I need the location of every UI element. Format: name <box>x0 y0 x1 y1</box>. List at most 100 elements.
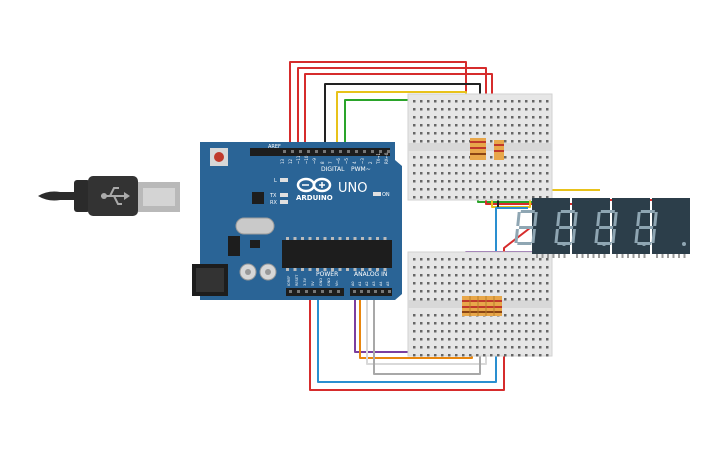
breadboard-hole[interactable] <box>483 338 486 341</box>
breadboard-hole[interactable] <box>420 188 423 191</box>
breadboard-hole[interactable] <box>427 330 430 333</box>
breadboard-hole[interactable] <box>539 124 542 127</box>
breadboard-hole[interactable] <box>511 338 514 341</box>
breadboard-hole[interactable] <box>469 196 472 199</box>
breadboard-hole[interactable] <box>434 338 437 341</box>
breadboard-hole[interactable] <box>497 172 500 175</box>
digital-pin[interactable] <box>355 150 358 153</box>
breadboard-hole[interactable] <box>448 282 451 285</box>
breadboard-hole[interactable] <box>539 330 542 333</box>
breadboard-top[interactable] <box>407 93 553 201</box>
breadboard-hole[interactable] <box>455 196 458 199</box>
breadboard-hole[interactable] <box>455 346 458 349</box>
breadboard-hole[interactable] <box>462 188 465 191</box>
breadboard-hole[interactable] <box>427 196 430 199</box>
breadboard-hole[interactable] <box>455 330 458 333</box>
breadboard-hole[interactable] <box>427 164 430 167</box>
breadboard-hole[interactable] <box>546 354 549 357</box>
usb-cable[interactable] <box>38 176 180 216</box>
breadboard-hole[interactable] <box>469 274 472 277</box>
breadboard-hole[interactable] <box>413 156 416 159</box>
breadboard-hole[interactable] <box>413 346 416 349</box>
breadboard-hole[interactable] <box>490 188 493 191</box>
breadboard-hole[interactable] <box>462 338 465 341</box>
analog-pin[interactable] <box>360 290 363 293</box>
seven-segment-display[interactable] <box>514 198 690 258</box>
breadboard-hole[interactable] <box>497 266 500 269</box>
breadboard-hole[interactable] <box>427 314 430 317</box>
breadboard-hole[interactable] <box>413 140 416 143</box>
breadboard-hole[interactable] <box>546 298 549 301</box>
breadboard-hole[interactable] <box>469 354 472 357</box>
breadboard-hole[interactable] <box>546 188 549 191</box>
breadboard-hole[interactable] <box>532 258 535 261</box>
breadboard-hole[interactable] <box>539 132 542 135</box>
breadboard-hole[interactable] <box>434 108 437 111</box>
digital-pin[interactable] <box>331 150 334 153</box>
breadboard-hole[interactable] <box>448 188 451 191</box>
breadboard-hole[interactable] <box>525 156 528 159</box>
breadboard-hole[interactable] <box>434 354 437 357</box>
breadboard-hole[interactable] <box>511 298 514 301</box>
display-pin[interactable] <box>587 254 589 258</box>
breadboard-hole[interactable] <box>441 156 444 159</box>
breadboard-hole[interactable] <box>434 188 437 191</box>
display-pin[interactable] <box>541 254 544 258</box>
breadboard-hole[interactable] <box>497 274 500 277</box>
breadboard-hole[interactable] <box>483 188 486 191</box>
breadboard-hole[interactable] <box>441 298 444 301</box>
breadboard-hole[interactable] <box>413 188 416 191</box>
breadboard-hole[interactable] <box>532 330 535 333</box>
breadboard-hole[interactable] <box>497 354 500 357</box>
breadboard-hole[interactable] <box>462 354 465 357</box>
breadboard-hole[interactable] <box>469 164 472 167</box>
breadboard-hole[interactable] <box>490 346 493 349</box>
breadboard-hole[interactable] <box>427 188 430 191</box>
breadboard-hole[interactable] <box>546 164 549 167</box>
breadboard-hole[interactable] <box>434 164 437 167</box>
breadboard-hole[interactable] <box>434 322 437 325</box>
breadboard-hole[interactable] <box>483 172 486 175</box>
breadboard-hole[interactable] <box>546 338 549 341</box>
breadboard-hole[interactable] <box>455 314 458 317</box>
breadboard-hole[interactable] <box>476 132 479 135</box>
breadboard-hole[interactable] <box>483 108 486 111</box>
breadboard-hole[interactable] <box>462 100 465 103</box>
breadboard-hole[interactable] <box>469 322 472 325</box>
breadboard-hole[interactable] <box>504 164 507 167</box>
breadboard-hole[interactable] <box>532 196 535 199</box>
breadboard-hole[interactable] <box>413 100 416 103</box>
breadboard-hole[interactable] <box>483 164 486 167</box>
breadboard-hole[interactable] <box>483 290 486 293</box>
breadboard-hole[interactable] <box>448 258 451 261</box>
breadboard-hole[interactable] <box>532 188 535 191</box>
breadboard-hole[interactable] <box>469 108 472 111</box>
breadboard-hole[interactable] <box>455 354 458 357</box>
breadboard-hole[interactable] <box>497 180 500 183</box>
breadboard-hole[interactable] <box>546 346 549 349</box>
breadboard-hole[interactable] <box>532 314 535 317</box>
breadboard-hole[interactable] <box>525 108 528 111</box>
breadboard-hole[interactable] <box>511 346 514 349</box>
digital-pin[interactable] <box>307 150 310 153</box>
display-pin[interactable] <box>656 254 658 258</box>
breadboard-hole[interactable] <box>434 298 437 301</box>
breadboard-hole[interactable] <box>441 322 444 325</box>
breadboard-hole[interactable] <box>546 266 549 269</box>
power-pin[interactable] <box>313 290 316 293</box>
breadboard-hole[interactable] <box>518 188 521 191</box>
breadboard-hole[interactable] <box>532 156 535 159</box>
breadboard-hole[interactable] <box>448 298 451 301</box>
display-pin[interactable] <box>552 254 555 258</box>
breadboard-hole[interactable] <box>483 346 486 349</box>
breadboard-hole[interactable] <box>434 140 437 143</box>
breadboard-hole[interactable] <box>504 322 507 325</box>
display-pin[interactable] <box>558 254 560 258</box>
breadboard-hole[interactable] <box>448 116 451 119</box>
breadboard-hole[interactable] <box>427 290 430 293</box>
breadboard-hole[interactable] <box>483 266 486 269</box>
breadboard-hole[interactable] <box>525 124 528 127</box>
breadboard-hole[interactable] <box>497 188 500 191</box>
breadboard-hole[interactable] <box>497 100 500 103</box>
breadboard-hole[interactable] <box>532 100 535 103</box>
